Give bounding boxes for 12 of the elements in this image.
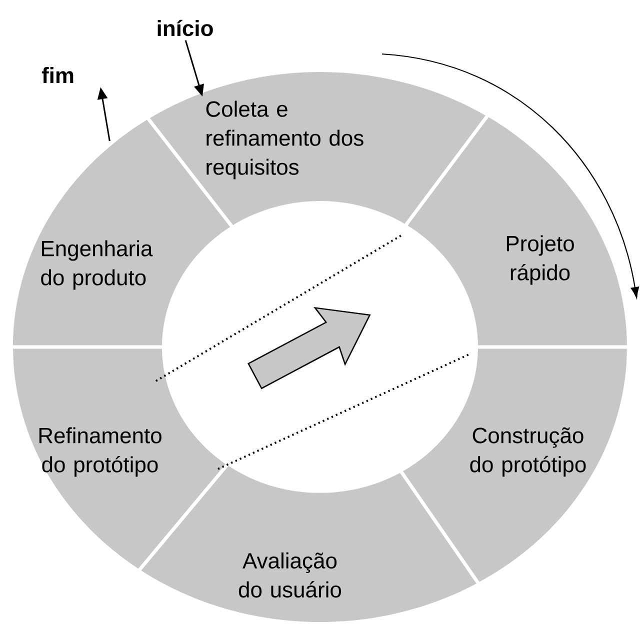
step-label: Avaliação do usuário: [238, 552, 342, 598]
step-label: Refinamento do protótipo: [39, 427, 162, 477]
ring-segment: [406, 116, 627, 348]
ring-segment: [401, 346, 627, 583]
step-label: Coleta e refinamento dos requisitos: [206, 100, 364, 180]
step-label: Construção do protótipo: [470, 427, 586, 477]
marker-label: início: [158, 20, 213, 36]
marker-label: fim: [42, 67, 74, 83]
ring-segment: [13, 346, 228, 570]
ring-segment: [148, 72, 488, 226]
step-label: Projeto rápido: [506, 235, 574, 285]
step-label: Engenharia do produto: [41, 240, 153, 290]
